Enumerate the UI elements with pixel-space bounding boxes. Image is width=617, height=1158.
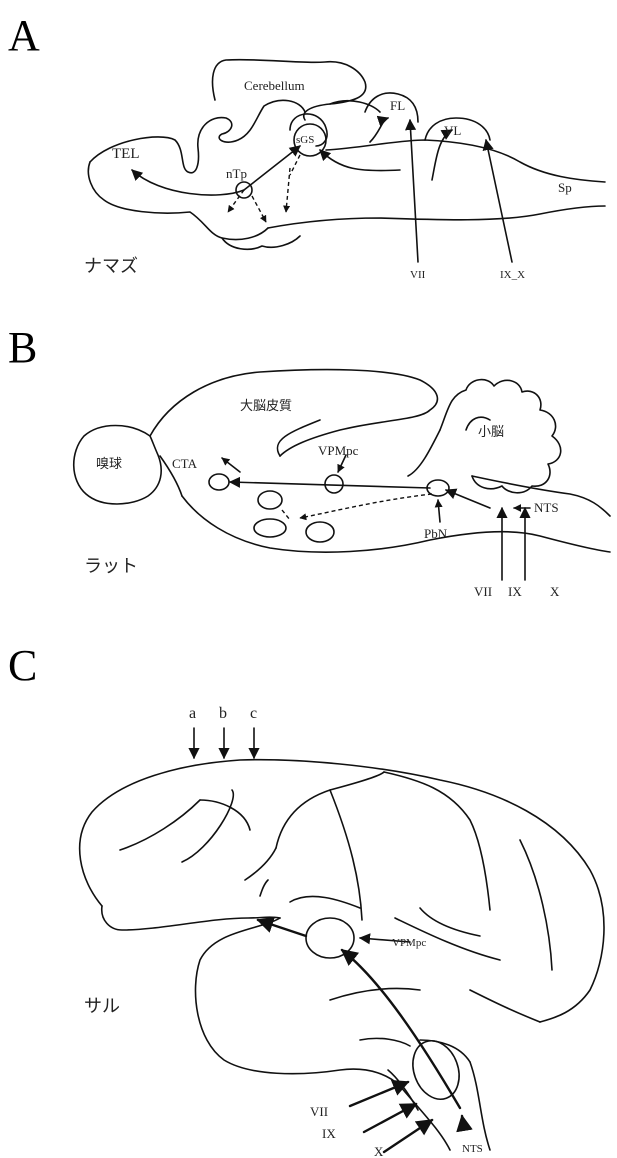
rat-pathways [209, 455, 530, 580]
label-a: a [189, 705, 196, 722]
label-b: b [219, 705, 227, 722]
label-ntp: nTp [226, 166, 247, 181]
panel-b-letter: B [8, 323, 37, 372]
panel-c-letter: C [8, 641, 37, 690]
label-tel: TEL [112, 146, 140, 162]
label-b-ix: IX [508, 584, 522, 599]
rat-brain-outline [74, 370, 610, 553]
label-cerebellum: Cerebellum [244, 78, 305, 93]
catfish-pathways [132, 118, 512, 262]
label-c-x: X [374, 1144, 384, 1158]
label-olfactory-bulb: 嗅球 [96, 457, 122, 472]
panel-b: B [8, 323, 610, 599]
panel-a: A [8, 11, 605, 281]
label-sgs: sGS [296, 134, 314, 146]
label-fl: FL [390, 98, 405, 113]
label-monkey: サル [84, 996, 120, 1017]
panel-a-letter: A [8, 11, 40, 60]
label-c-nts: NTS [462, 1143, 483, 1155]
label-cta: CTA [172, 456, 198, 471]
label-catfish: ナマズ [84, 256, 138, 277]
label-a-ix-x: IX_X [500, 269, 525, 281]
label-b-vii: VII [474, 584, 492, 599]
label-sp: Sp [558, 180, 572, 195]
label-c-vii: VII [310, 1104, 328, 1119]
label-rat: ラット [84, 556, 138, 577]
label-b-vpmpc: VPMpc [318, 443, 359, 458]
label-vl: VL [444, 123, 461, 138]
label-b-nts: NTS [534, 500, 559, 515]
label-b-x: X [550, 584, 560, 599]
label-c-vpmpc: VPMpc [392, 937, 426, 949]
panel-c: C a b c [8, 641, 604, 1158]
label-a-vii: VII [410, 269, 426, 281]
monkey-pathways [258, 918, 467, 1152]
label-cortex: 大脳皮質 [240, 399, 292, 414]
label-pbn: PbN [424, 526, 448, 541]
label-rat-cerebellum: 小脳 [478, 425, 504, 440]
catfish-brain-outline [88, 60, 605, 250]
label-c: c [250, 705, 257, 722]
label-c-ix: IX [322, 1126, 336, 1141]
